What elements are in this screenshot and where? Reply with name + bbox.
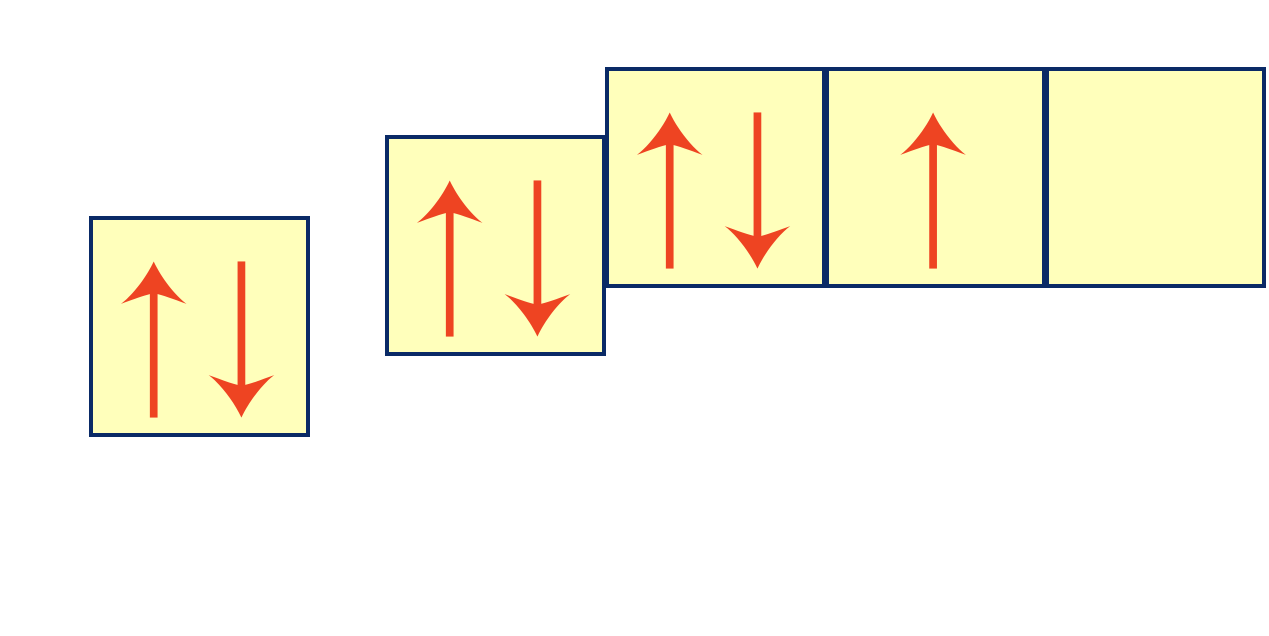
spin-up-arrow-icon xyxy=(900,112,966,269)
orbital-box-1s xyxy=(89,216,310,437)
spin-up-arrow-icon xyxy=(120,261,187,418)
orbital-2p-2-electrons xyxy=(900,112,966,269)
spin-down-arrow-icon xyxy=(208,261,275,418)
orbital-box-2s xyxy=(385,135,606,356)
spin-up-arrow-icon xyxy=(636,112,703,269)
orbital-2p-3-electrons xyxy=(1049,71,1262,284)
spin-up-arrow-icon xyxy=(416,180,483,337)
spin-down-arrow-icon xyxy=(504,180,571,337)
orbital-box-2p-1 xyxy=(605,67,826,288)
orbital-2s-electrons xyxy=(416,180,571,337)
orbital-box-2p-2 xyxy=(825,67,1046,288)
spin-down-arrow-icon xyxy=(724,112,791,269)
orbital-1s-electrons xyxy=(120,261,275,418)
orbital-2p-1-electrons xyxy=(636,112,791,269)
orbital-box-2p-3 xyxy=(1045,67,1266,288)
